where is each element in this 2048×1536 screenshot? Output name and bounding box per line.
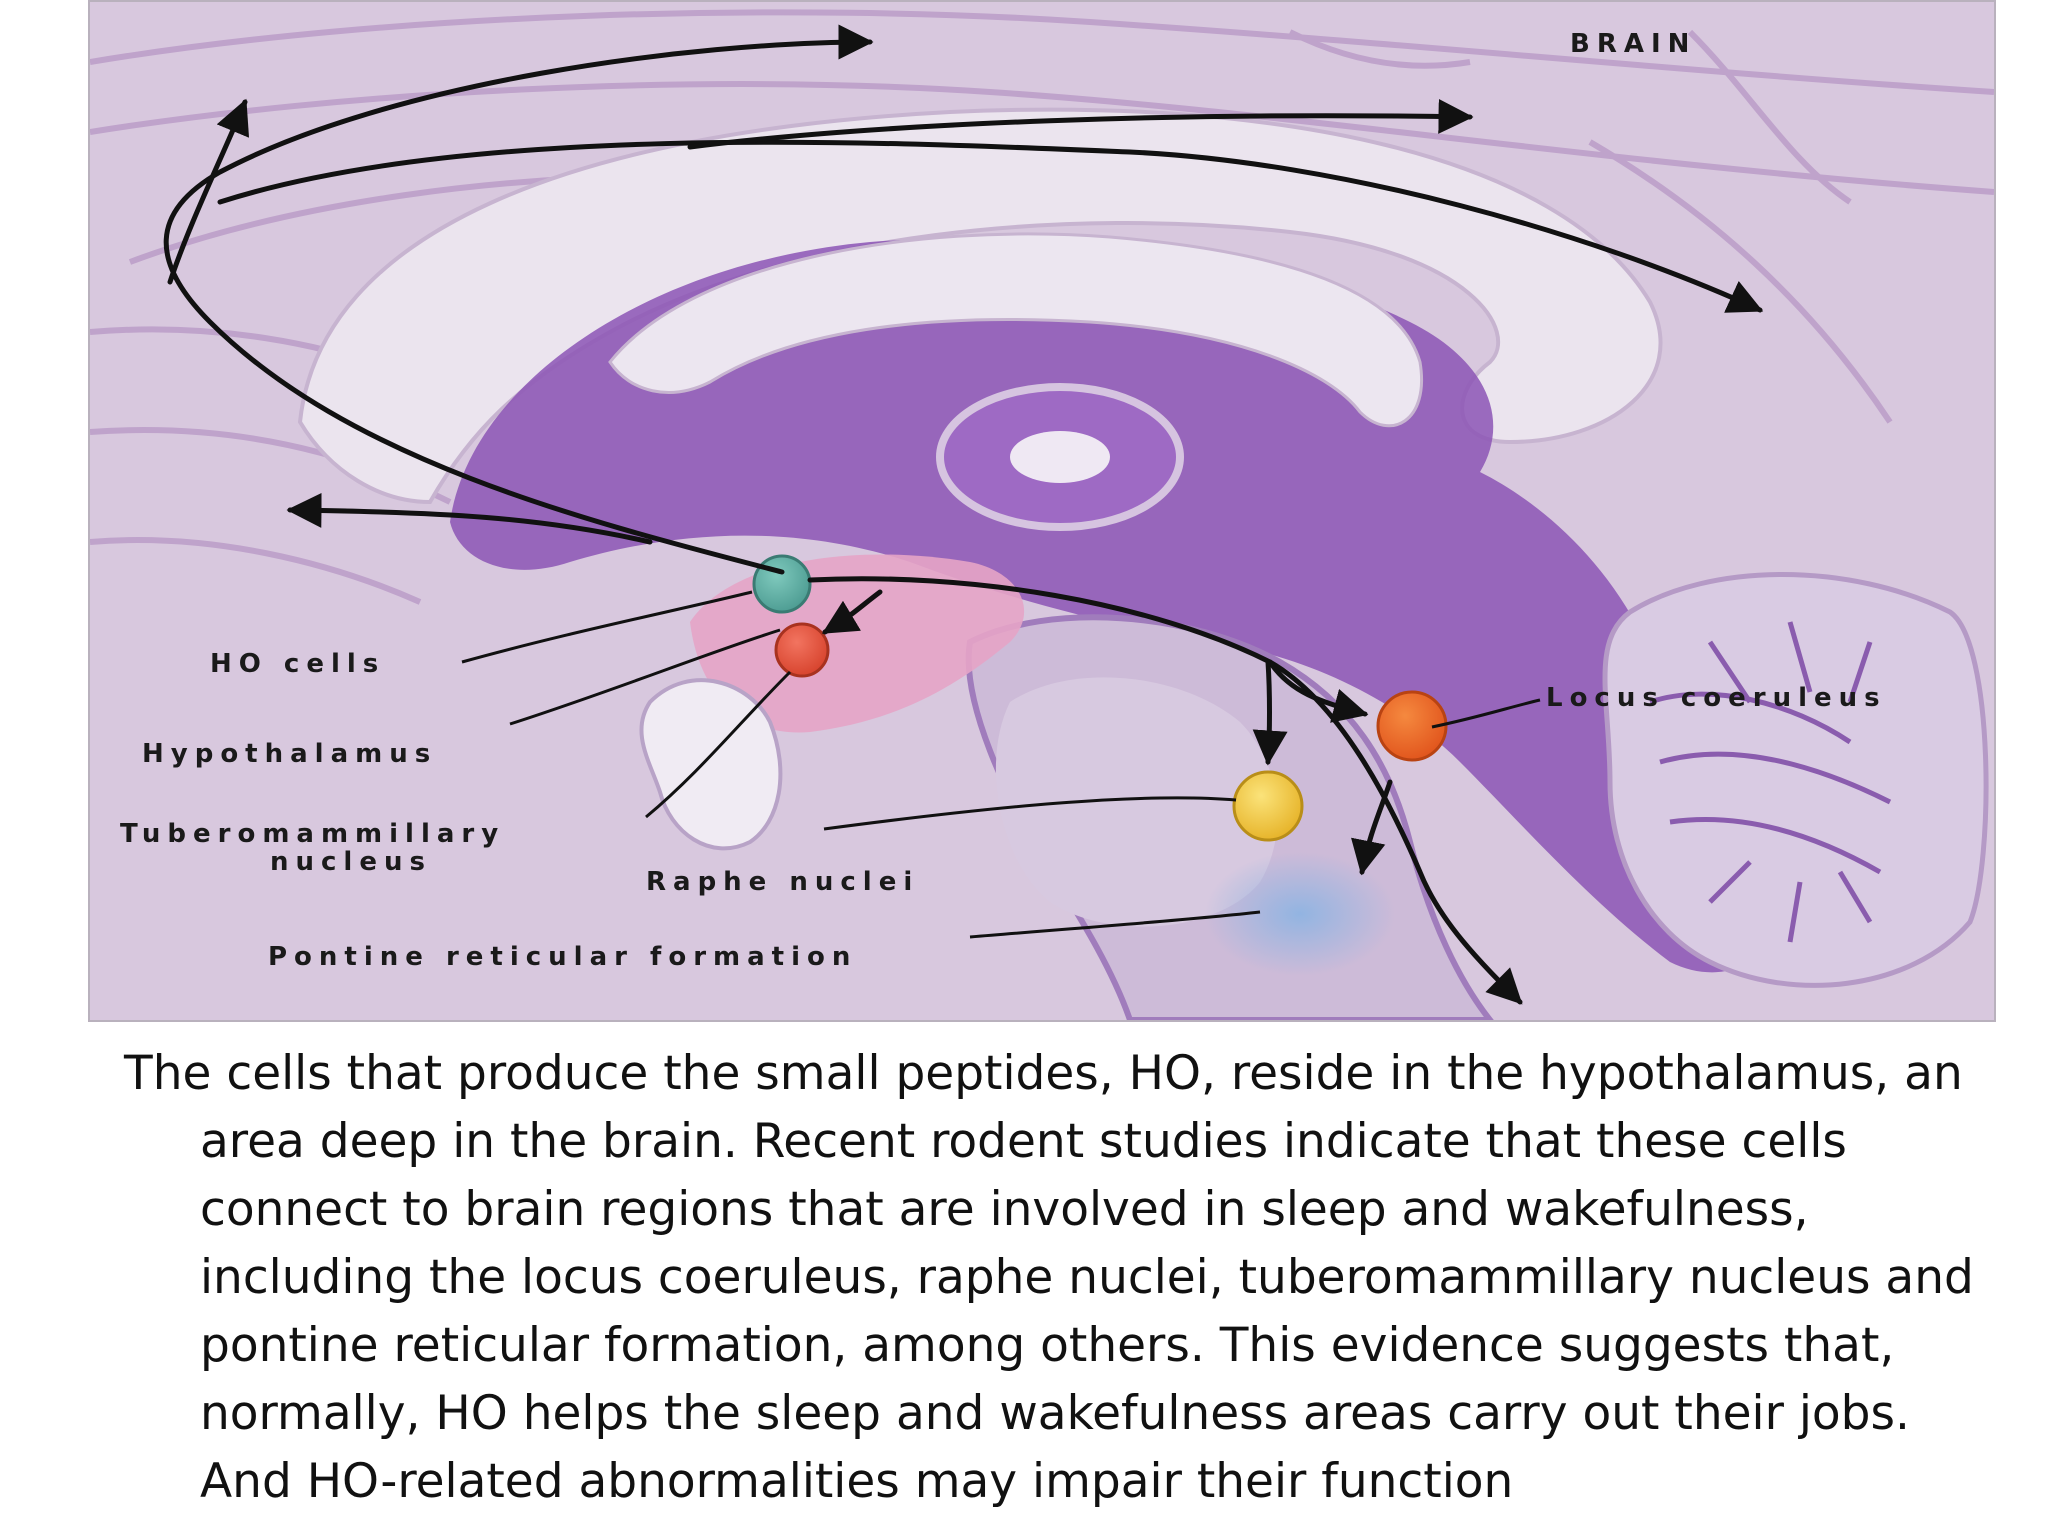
caption-line: pontine reticular formation, among other… [200,1318,1895,1373]
locus-coeruleus-nucleus [1376,690,1448,762]
label-raphe-nuclei: Raphe nuclei [646,867,919,897]
massa-intermedia [1010,431,1110,483]
tuberomammillary-nucleus [774,622,830,678]
raphe-nuclei-nucleus [1232,770,1304,842]
label-tuberomammillary-line1: Tuberomammillary [120,819,505,849]
caption-line: area deep in the brain. Recent rodent st… [200,1114,1847,1169]
pontine-reticular-formation-area [1205,852,1395,976]
label-brain: BRAIN [1570,29,1696,59]
label-ho-cells: HO cells [210,649,385,679]
caption-line: connect to brain regions that are involv… [200,1182,1809,1237]
pituitary [639,678,783,851]
caption-line: including the locus coeruleus, raphe nuc… [200,1250,1974,1305]
caption: The cells that produce the small peptide… [124,1040,2004,1516]
pons [995,677,1278,927]
cortex-folds [90,9,1994,605]
label-hypothalamus: Hypothalamus [142,739,437,769]
leader-lines [461,590,1541,939]
projection-arrows [163,24,1764,1005]
label-locus-coeruleus: Locus coeruleus [1546,683,1887,713]
brain-diagram: BRAIN HO cells Hypothalamus Tuberomammil… [88,0,1996,1022]
label-pontine-reticular-formation: Pontine reticular formation [268,942,857,972]
caption-line: The cells that produce the small peptide… [124,1046,1963,1101]
cerebellum [1602,572,1989,988]
label-tuberomammillary-line2: nucleus [270,847,432,877]
brain-illustration: BRAIN HO cells Hypothalamus Tuberomammil… [90,2,1994,1020]
fornix-arc [608,232,1423,428]
caption-line: normally, HO helps the sleep and wakeful… [200,1386,1910,1441]
caption-line: And HO-related abnormalities may impair … [200,1454,1514,1509]
